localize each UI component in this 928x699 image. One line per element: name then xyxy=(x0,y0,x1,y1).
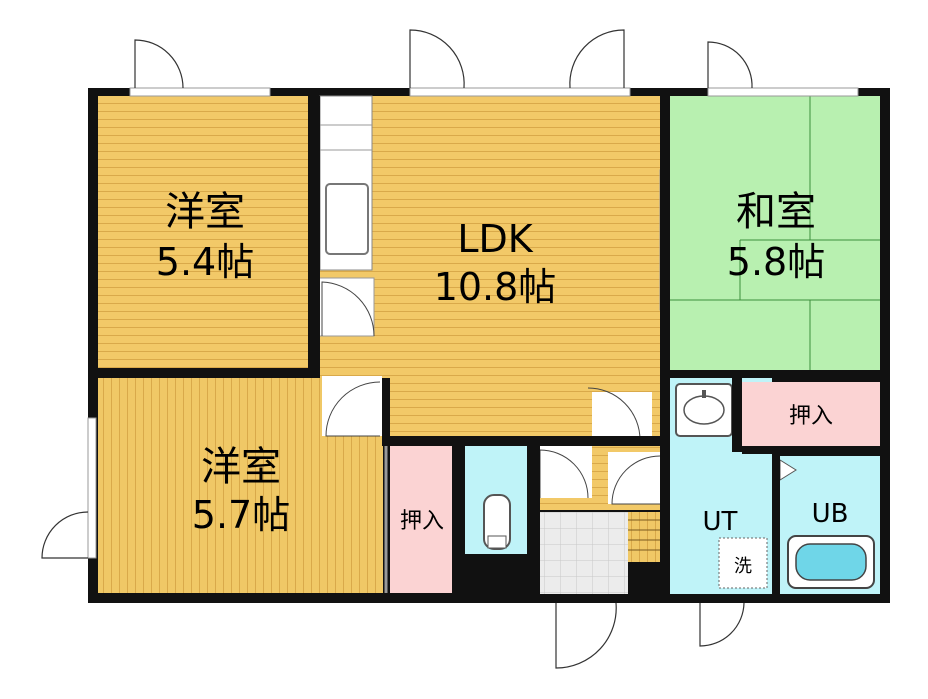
toilet-tank xyxy=(487,535,507,549)
door-swing xyxy=(325,381,381,437)
bathtub-water xyxy=(795,543,867,581)
bath-label: UB xyxy=(812,499,849,529)
entrance-tile xyxy=(540,512,628,594)
japanese-room-name: 和室 xyxy=(736,189,816,235)
door-swing xyxy=(587,387,641,441)
door-swing xyxy=(611,455,661,505)
fridge-space xyxy=(317,277,375,337)
faucet xyxy=(702,390,706,398)
door-area xyxy=(322,376,382,436)
western-room-1-name: 洋室 xyxy=(165,189,245,235)
step-lines xyxy=(628,519,660,551)
western-room-2-size: 5.7帖 xyxy=(192,493,290,537)
right-closet xyxy=(742,382,880,446)
utility-label: UT xyxy=(703,507,738,537)
washer-space xyxy=(718,537,768,589)
basin-bowl xyxy=(683,395,725,425)
kitchen-sink xyxy=(325,183,369,255)
japanese-room-size: 5.8帖 xyxy=(727,240,825,284)
door-area xyxy=(540,446,592,498)
washer-label: 洗 xyxy=(734,556,752,577)
door-swing xyxy=(321,281,375,337)
center-closet xyxy=(390,446,452,593)
door-swing xyxy=(539,449,589,499)
exterior-doors xyxy=(41,29,753,669)
western-room-1-size: 5.4帖 xyxy=(156,240,254,284)
western-room-2-name: 洋室 xyxy=(201,444,281,490)
ldk-size: 10.8帖 xyxy=(434,265,557,309)
ldk-name: LDK xyxy=(457,217,533,261)
tatami-lines xyxy=(668,96,880,370)
right-closet-label: 押入 xyxy=(789,404,833,429)
inner-walls xyxy=(98,96,880,593)
western-room-1-floor xyxy=(98,96,308,369)
japanese-room-floor xyxy=(668,96,880,370)
center-closet-label: 押入 xyxy=(400,509,444,534)
door-area xyxy=(608,452,662,504)
